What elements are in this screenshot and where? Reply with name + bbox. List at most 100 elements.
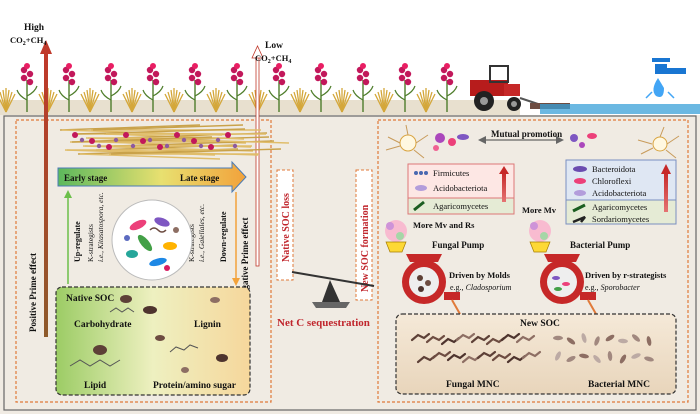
bacterial-flow-arrow (587, 299, 597, 315)
native-soc-label: Native SOC (66, 294, 114, 304)
crop-plant (100, 63, 122, 112)
cladosporium-label: e.g., Cladosporium (450, 283, 512, 292)
fungal-hyphae-icon (385, 124, 429, 159)
sporobacter-label: e.g., Sporobacter (585, 283, 641, 292)
crop-plant (268, 63, 290, 112)
negative-prime-arrowhead (251, 45, 264, 59)
protein-label: Protein/amino sugar (153, 381, 237, 391)
stage-arrow (57, 160, 247, 194)
down-regulate-label: Down-regulate (219, 211, 228, 262)
high-co2-formula: CO2+CH4 (10, 35, 46, 47)
crop-plant (226, 63, 248, 112)
crop-plant (310, 63, 332, 112)
new-soc-label: New SOC (520, 319, 560, 329)
crop-plant (374, 88, 394, 113)
kitasatospora-label: i.e., Kitasatospora, etc. (96, 192, 105, 262)
balance-scale-icon (291, 271, 375, 308)
mv-cluster-icon (529, 220, 551, 253)
crop-plant (394, 63, 416, 112)
early-stage-label: Early stage (64, 173, 107, 183)
fungal-pump-label: Fungal Pump (432, 240, 484, 250)
crop-plant (352, 63, 374, 112)
agaricomycetes-icon-right (572, 203, 586, 213)
low-co2-label: Low (265, 41, 283, 51)
mnc-particles (410, 332, 654, 364)
up-regulate-arrowhead (64, 190, 72, 198)
crop-plant (206, 88, 226, 113)
taxa-bacteroidota: Bacteroidota (592, 164, 636, 174)
crop-plant (416, 88, 436, 113)
mv-rs-cluster-icon (385, 220, 407, 253)
down-regulate-arrowhead (232, 278, 240, 286)
root-hyphae-icon (637, 126, 680, 159)
negative-prime-arrow (255, 55, 260, 267)
high-co2-label: High (24, 23, 45, 33)
crop-plant (142, 63, 164, 112)
bacteroidota-icon (573, 166, 587, 172)
fungi-cluster-icon (433, 133, 469, 151)
crop-plant (184, 63, 206, 112)
crop-plant (0, 88, 16, 113)
carbohydrate-label: Carbohydrate (74, 320, 132, 330)
soil-frame (3, 115, 697, 411)
taxa-agaricomycetes-left: Agaricomycetes (433, 201, 488, 211)
left-panel-frame (15, 119, 272, 403)
fungal-mnc-label: Fungal MNC (446, 380, 500, 390)
gaiellales-label: i.e., Gaiellales, etc. (197, 204, 206, 262)
crop-plant (332, 88, 352, 113)
negative-prime-label: Negative Prime effect (240, 218, 250, 300)
microbe-community-icon (111, 199, 193, 281)
positive-prime-label: Positive Prime effect (28, 253, 38, 332)
bacterial-mnc-label: Bacterial MNC (588, 380, 650, 390)
crop-plant (122, 88, 142, 113)
net-c-sequestration-label: Net C sequestration (277, 317, 370, 329)
mutual-promotion-label: Mutual promotion (491, 129, 562, 139)
taxa-acidobacteriota-right: Acidobacteriota (592, 188, 647, 198)
bacteria-increase-arrow (664, 172, 668, 212)
acidobacteriota-icon-right (574, 190, 586, 196)
native-soc-loss-box (276, 169, 294, 281)
bacterial-pump-icon (540, 254, 596, 304)
taxa-acidobacteriota-left: Acidobacteriota (433, 183, 488, 193)
fungal-flow-arrow (451, 299, 461, 315)
fungal-pump-icon (402, 254, 460, 304)
acidobacteriota-icon-left (415, 185, 427, 191)
right-panel-frame (377, 119, 689, 403)
bacterial-pump-label: Bacterial Pump (570, 240, 630, 250)
taxa-agaricomycetes-right: Agaricomycetes (592, 202, 647, 212)
native-soc-box (55, 286, 251, 396)
soc-particles (69, 295, 228, 373)
taxa-chloroflexi: Chloroflexi (592, 176, 632, 186)
new-soc-formation-box (355, 169, 373, 301)
firmicutes-icon (414, 171, 428, 175)
driven-r-label: Driven by r-strategists (585, 270, 667, 280)
crop-plant (16, 63, 38, 112)
driven-molds-label: Driven by Molds (449, 270, 511, 280)
crop-plant (58, 63, 80, 112)
lignin-label: Lignin (194, 320, 222, 330)
low-co2-formula: CO2+CH4 (255, 53, 291, 65)
lipid-label: Lipid (84, 381, 107, 391)
taxa-sordariomycetes: Sordariomycetes (592, 214, 649, 224)
chloroflexi-icon (574, 178, 586, 184)
taxa-firmicutes: Firmicutes (433, 168, 469, 178)
positive-prime-arrowhead (40, 40, 52, 54)
k-strategists-up: K-strategists (86, 224, 95, 262)
agaricomycetes-icon-left (413, 200, 425, 212)
native-soc-loss-label: Native SOC loss (281, 193, 292, 262)
vegetation-row (0, 63, 520, 115)
new-soc-formation-label: New SOC formation (360, 204, 371, 292)
positive-prime-arrow (44, 52, 48, 337)
crop-plant (290, 88, 310, 113)
water-tap-icon (540, 58, 700, 114)
agaricomycetes-row-left (407, 197, 515, 215)
sordariomycetes-icon (572, 215, 586, 224)
crop-plant (80, 88, 100, 113)
straw-residue (59, 124, 290, 160)
more-mv-label: More Mv (522, 205, 557, 215)
crop-plant (436, 63, 458, 112)
bacteria-cluster-icon (570, 133, 597, 148)
crop-plant (164, 88, 184, 113)
